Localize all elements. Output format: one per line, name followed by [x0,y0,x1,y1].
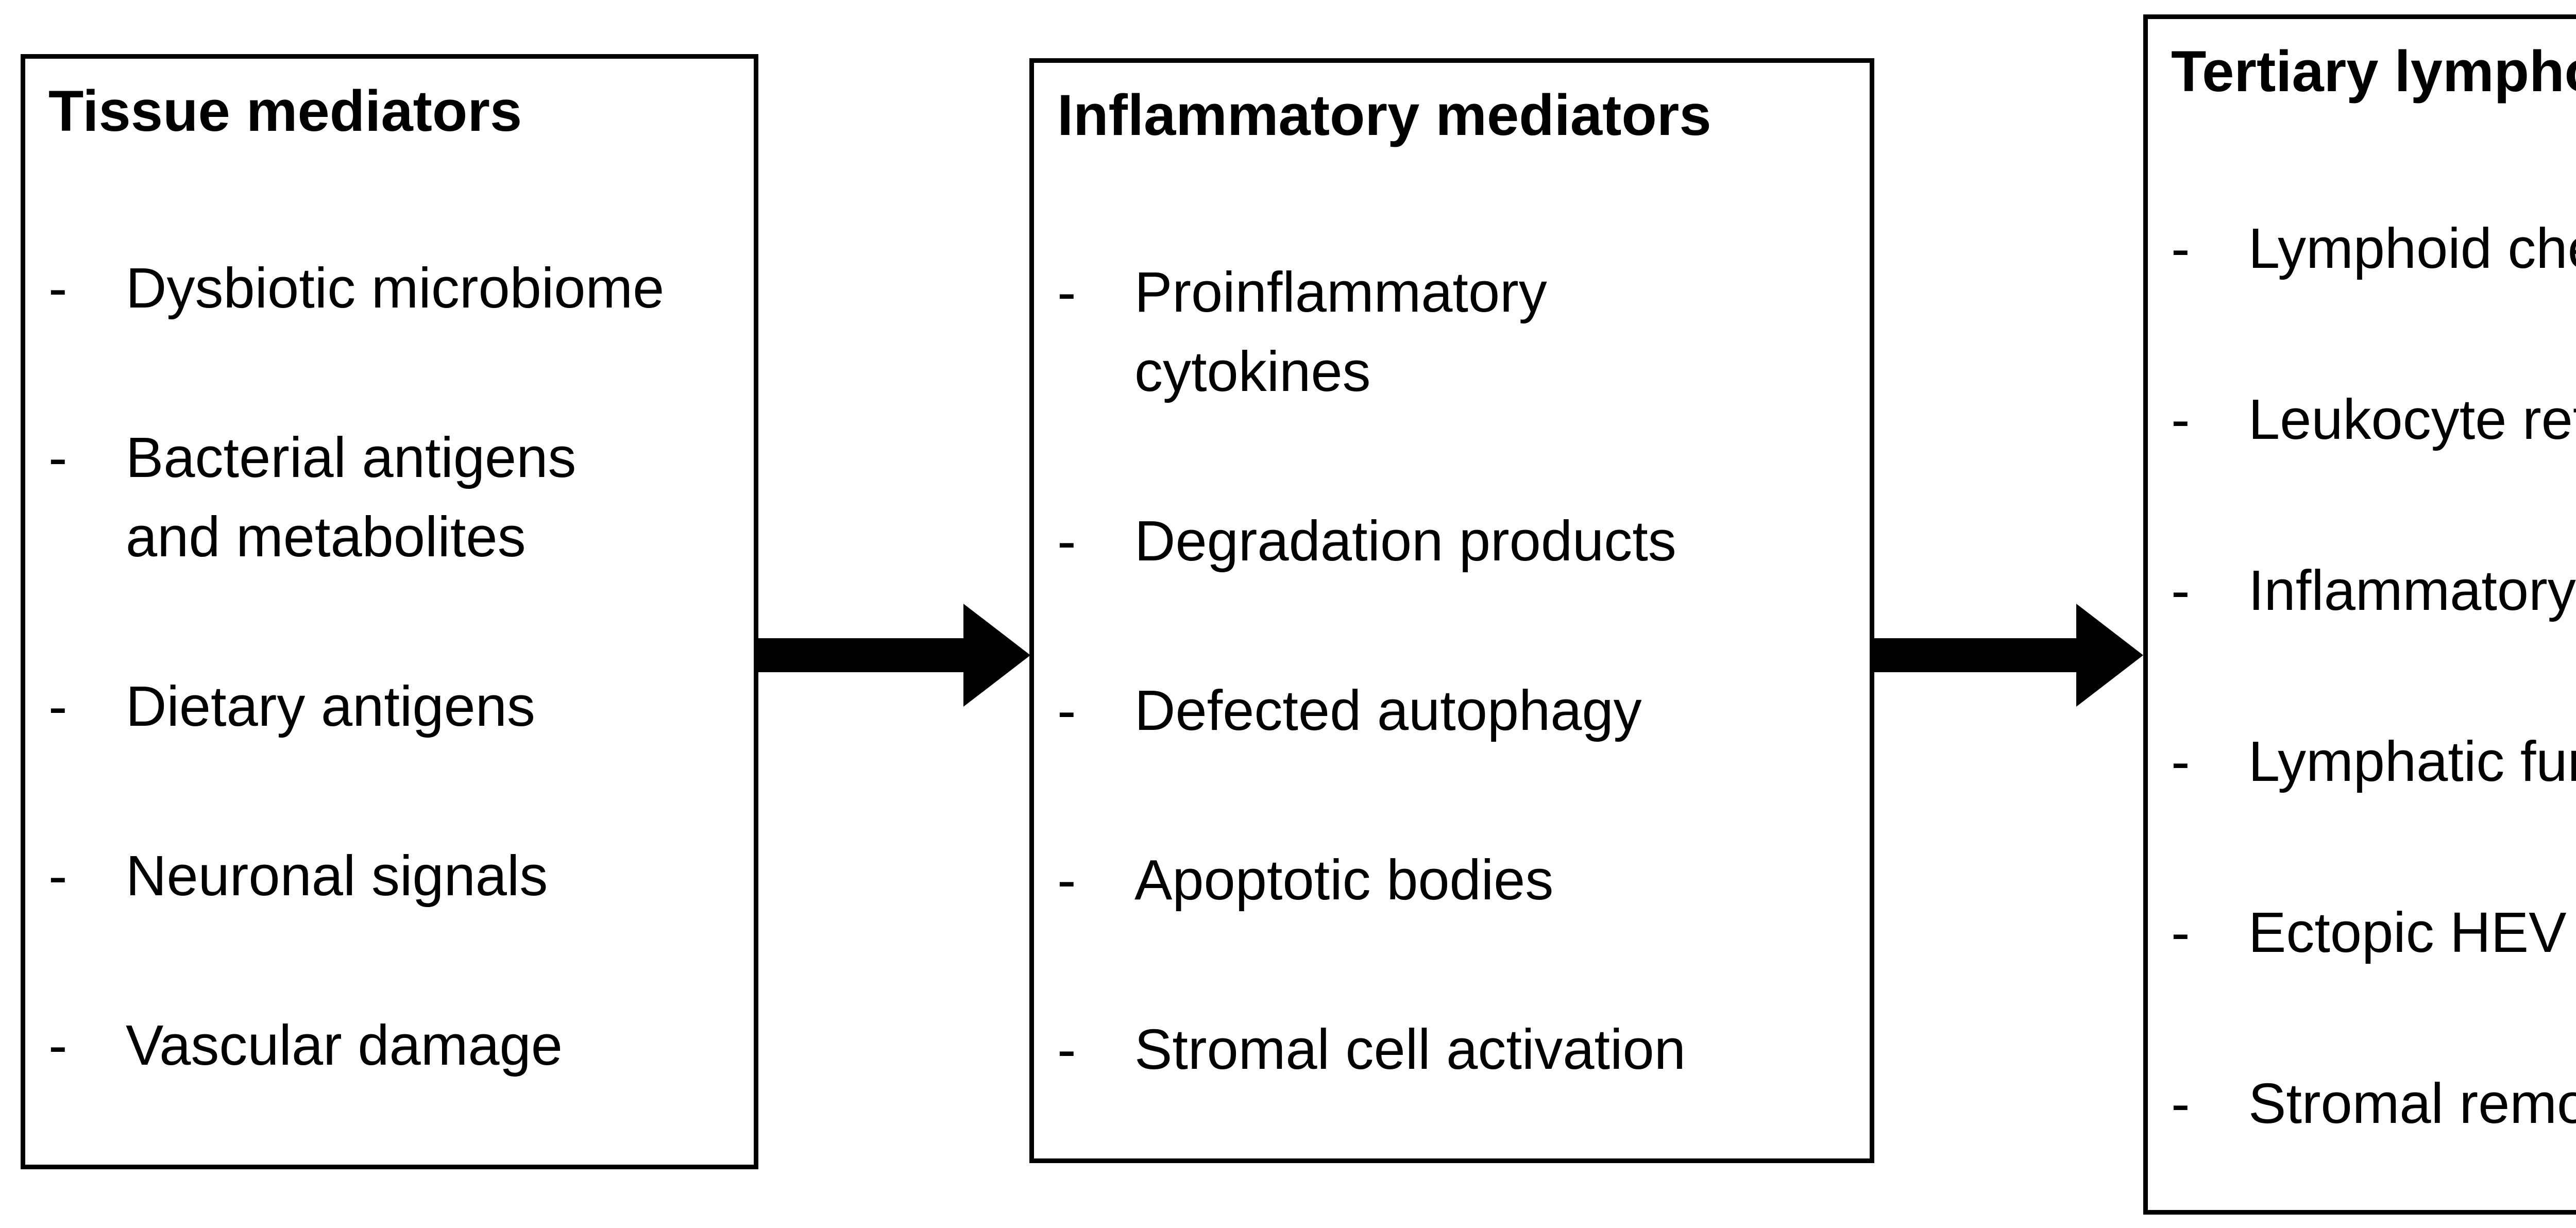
bullet-dash: - [1057,1018,1076,1081]
box-tertiary-lymphoid-organ-mediators: Tertiary lymphoid organ mediators - Lymp… [2143,14,2576,1215]
bullet-dash: - [48,1014,67,1077]
flow-arrow-icon [758,604,1030,707]
list-item: - Stromal remodeling ↑ [2171,1064,2576,1144]
item-text: Proinflammatory cytokines [1134,261,1547,403]
item-text: Defected autophagy [1134,679,1642,742]
item-text: Degradation products [1134,509,1676,573]
list-item: - Stromal cell activation [1057,1010,1846,1089]
box-tissue-mediators: Tissue mediators - Dysbiotic microbiome … [21,54,758,1169]
item-text: Dietary antigens [126,675,535,738]
item-text: Leukocyte retention ↑ [2248,388,2576,451]
list-item: - Dysbiotic microbiome [48,249,731,328]
list-item: - Lymphoid chemokines ↑ [2171,209,2576,288]
flow-arrow-icon [1874,604,2143,707]
item-text: Ectopic HEV development ↑ [2248,901,2567,964]
list-item: - Apoptotic bodies [1057,841,1846,920]
item-text: Stromal remodeling ↑ [2248,1072,2576,1135]
bullet-dash: - [1057,261,1076,324]
item-text: Vascular damage [126,1014,563,1077]
box-title: Tertiary lymphoid organ mediators [2171,39,2576,104]
bullet-dash: - [2171,388,2190,451]
arrow-glyph [758,604,1030,707]
item-text: Neuronal signals [126,844,548,908]
bullet-dash: - [1057,509,1076,573]
bullet-dash: - [1057,848,1076,912]
list-item: - Leukocyte retention ↑ [2171,380,2576,459]
list-item: - Vascular damage [48,1006,731,1085]
bullet-dash: - [48,675,67,738]
item-text: Inflammatory chemokines ↓ [2248,559,2576,622]
item-text: Apoptotic bodies [1134,848,1554,912]
bullet-dash: - [2171,559,2190,622]
bullet-dash: - [2171,901,2190,964]
bullet-dash: - [1057,679,1076,742]
bullet-dash: - [2171,1072,2190,1135]
item-text: Stromal cell activation [1134,1018,1686,1081]
item-text: Lymphatic function ↓ [2248,730,2576,793]
bullet-dash: - [48,257,67,320]
list-item: - Lymphatic function ↓ [2171,722,2576,801]
arrow-glyph [1874,604,2143,707]
bullet-dash: - [2171,730,2190,793]
box-title: Tissue mediators [48,79,522,143]
list-item: - Degradation products [1057,502,1846,581]
bullet-dash: - [2171,217,2190,280]
item-list: - Proinflammatory cytokines - Degradatio… [1057,253,1846,1089]
item-list: - Lymphoid chemokines ↑ - Leukocyte rete… [2171,209,2576,1144]
list-item: - Defected autophagy [1057,671,1846,751]
bullet-dash: - [48,844,67,908]
item-list: - Dysbiotic microbiome - Bacterial antig… [48,249,731,1085]
list-item: - Inflammatory chemokines ↓ [2171,551,2576,630]
item-text: Dysbiotic microbiome [126,257,665,320]
list-item: - Proinflammatory cytokines [1057,253,1846,412]
box-title: Inflammatory mediators [1057,83,1711,147]
item-text: Lymphoid chemokines ↑ [2248,217,2576,280]
item-text: Bacterial antigens and metabolites [126,426,577,569]
list-item: - Dietary antigens [48,667,731,746]
list-item: - Neuronal signals [48,837,731,916]
bullet-dash: - [48,426,67,489]
list-item: - Ectopic HEV development ↑ [2171,893,2576,973]
box-inflammatory-mediators: Inflammatory mediators - Proinflammatory… [1029,58,1874,1163]
list-item: - Bacterial antigens and metabolites [48,418,731,577]
